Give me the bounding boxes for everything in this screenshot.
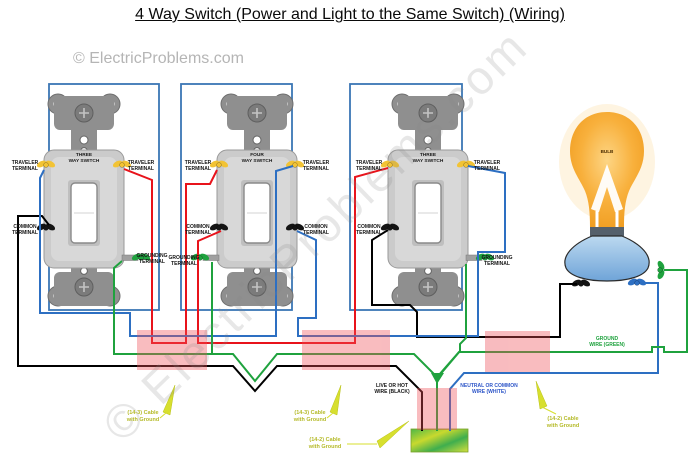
white-traveler-wire-2 [296,165,506,337]
cable-highlight-source [417,388,457,430]
callout-arrow-2 [329,384,342,416]
red-traveler-wire-1 [123,168,218,344]
ground-junction-marker [431,373,444,384]
callout-arrows [159,380,557,449]
callout-arrow-4 [535,380,548,410]
bulb-label: BULB [600,149,614,154]
light-bulb [559,104,667,289]
power-source-box [410,428,469,453]
ground-wire-main [113,260,438,431]
three-way-switch-2 [380,94,496,306]
lamp-socket [564,235,650,282]
wires [17,165,688,431]
cable-highlight-1 [137,330,207,370]
callout-arrow-1 [162,384,176,416]
cable-highlight-3 [485,331,550,372]
copyright-text: © ElectricProblems.com [73,50,244,67]
neutral-wire-lamp-to-source [449,282,659,431]
callout-arrow-3 [376,420,410,449]
ground-wire-lamp-branch [437,269,688,377]
four-way-switch [189,94,305,306]
hot-wire-switch3-to-lamp [371,229,577,338]
bulb-filament [591,164,623,212]
three-way-switch-1 [36,94,152,306]
red-traveler-wire-2 [197,167,389,344]
callout-leader-lines [159,406,557,445]
hot-wire-source-to-switch1 [17,215,423,431]
page-title: 4 Way Switch (Power and Light to the Sam… [135,6,565,23]
cable-highlights [137,330,550,430]
white-traveler-wire-1 [39,165,294,337]
cable-highlight-2 [302,330,390,370]
bulb-base-band [590,227,624,236]
